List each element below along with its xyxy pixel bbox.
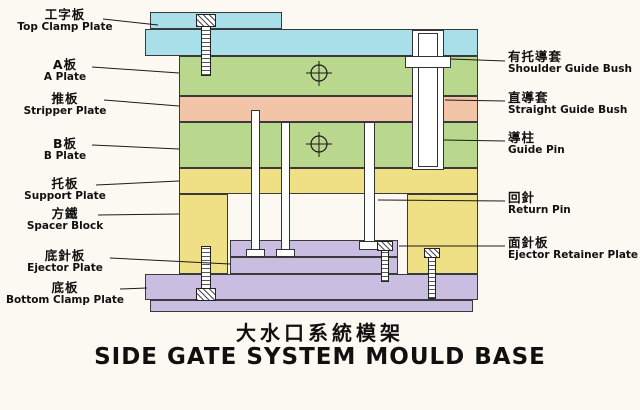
- label-guide-pin-zh: 導柱: [508, 130, 536, 145]
- label-ejector-retainer-plate-en: Ejector Retainer Plate: [508, 249, 639, 261]
- ejector-pin-left-head: [246, 249, 265, 257]
- label-spacer-block-zh: 方鐵: [51, 206, 79, 221]
- label-straight-guide-bush-zh: 直導套: [508, 90, 549, 105]
- label-support-plate-en: Support Plate: [24, 190, 106, 202]
- symbol-circle: [310, 135, 328, 153]
- leader-a-plate: [91, 66, 180, 74]
- label-ejector-retainer-plate: 面針板 Ejector Retainer Plate: [508, 236, 640, 262]
- label-bottom-clamp-plate-zh: 底板: [51, 280, 79, 295]
- label-top-clamp-plate: 工字板 Top Clamp Plate: [2, 8, 128, 34]
- top-clamp-step-plate: [150, 12, 282, 29]
- label-support-plate-zh: 托板: [51, 176, 79, 191]
- screw-section-symbol-b-plate: [306, 132, 332, 157]
- label-bottom-clamp-plate: 底板 Bottom Clamp Plate: [2, 281, 128, 307]
- label-ejector-retainer-plate-zh: 面針板: [508, 235, 549, 250]
- ejector-pin-right-head: [276, 249, 295, 257]
- ejector-retainer-plate: [230, 240, 398, 257]
- label-stripper-plate: 推板 Stripper Plate: [2, 92, 128, 118]
- leader-stripper-plate: [103, 99, 180, 107]
- bottom-clamp-screw-head: [196, 288, 216, 301]
- label-b-plate-zh: B板: [52, 136, 78, 151]
- spacer-block-right: [407, 194, 478, 274]
- label-b-plate-en: B Plate: [43, 150, 87, 162]
- label-straight-guide-bush-en: Straight Guide Bush: [508, 104, 628, 116]
- diagram-title-english: SIDE GATE SYSTEM MOULD BASE: [94, 344, 546, 370]
- support-plate: [179, 168, 478, 194]
- label-a-plate: A板 A Plate: [2, 58, 128, 84]
- label-guide-pin: 導柱 Guide Pin: [508, 131, 640, 157]
- label-top-clamp-plate-zh: 工字板: [44, 7, 86, 22]
- label-stripper-plate-zh: 推板: [51, 91, 79, 106]
- label-b-plate: B板 B Plate: [2, 137, 128, 163]
- ejector-plate: [230, 257, 398, 274]
- label-top-clamp-plate-en: Top Clamp Plate: [17, 21, 113, 33]
- label-return-pin-zh: 回針: [508, 190, 536, 205]
- label-a-plate-en: A Plate: [43, 71, 87, 83]
- leader-spacer-block: [97, 213, 180, 216]
- leader-return-pin: [377, 199, 506, 202]
- label-a-plate-zh: A板: [52, 57, 78, 72]
- top-clamp-screw-shaft: [201, 26, 211, 76]
- label-shoulder-guide-bush-en: Shoulder Guide Bush: [508, 63, 632, 75]
- label-shoulder-guide-bush: 有托導套 Shoulder Guide Bush: [508, 50, 640, 76]
- leader-ejector-plate: [109, 257, 231, 265]
- shoulder-guide-bush-flange: [405, 56, 451, 68]
- label-ejector-plate-zh: 底針板: [44, 248, 86, 263]
- label-guide-pin-en: Guide Pin: [508, 144, 565, 156]
- ejector-plate-screw-shaft: [381, 250, 389, 282]
- label-spacer-block-en: Spacer Block: [26, 220, 104, 232]
- label-support-plate: 托板 Support Plate: [2, 177, 128, 203]
- label-bottom-clamp-plate-en: Bottom Clamp Plate: [5, 294, 125, 306]
- label-ejector-plate: 底針板 Ejector Plate: [2, 249, 128, 275]
- leader-straight-guide-bush: [444, 99, 506, 102]
- label-return-pin-en: Return Pin: [508, 204, 571, 216]
- label-ejector-plate-en: Ejector Plate: [27, 262, 103, 274]
- diagram-title-chinese: 大水口系統模架: [236, 321, 404, 345]
- screw-section-symbol-a-plate: [306, 61, 332, 86]
- leader-bottom-clamp-plate: [119, 287, 148, 290]
- label-spacer-block: 方鐵 Spacer Block: [2, 207, 128, 233]
- leader-guide-pin: [443, 139, 506, 142]
- label-shoulder-guide-bush-zh: 有托導套: [508, 49, 563, 64]
- leader-b-plate: [91, 144, 180, 150]
- label-stripper-plate-en: Stripper Plate: [23, 105, 107, 117]
- label-straight-guide-bush: 直導套 Straight Guide Bush: [508, 91, 640, 117]
- leader-top-clamp-plate: [102, 18, 159, 26]
- leader-support-plate: [95, 180, 180, 186]
- symbol-circle: [310, 64, 328, 82]
- leader-shoulder-guide-bush: [450, 58, 506, 62]
- label-return-pin: 回針 Return Pin: [508, 191, 640, 217]
- support-screw-shaft: [428, 257, 436, 299]
- bottom-clamp-step-plate: [150, 300, 473, 312]
